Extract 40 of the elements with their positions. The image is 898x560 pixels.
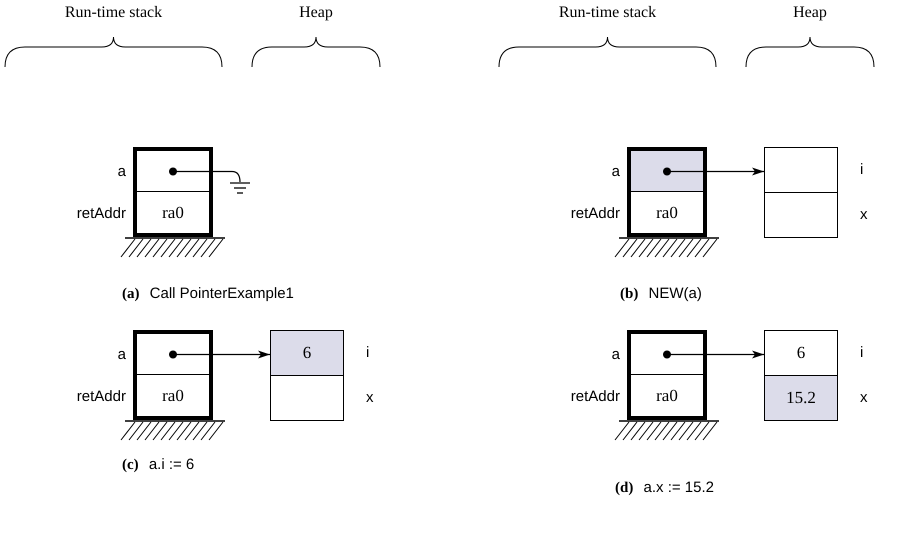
- stack-cell: ra0: [137, 192, 209, 233]
- field-label: a: [118, 162, 126, 180]
- heap-cell: 6: [270, 330, 344, 376]
- field-label: x: [860, 389, 868, 407]
- stack-cell: ra0: [137, 375, 209, 416]
- region-heading: Heap: [299, 4, 333, 22]
- field-label: x: [860, 206, 868, 224]
- stack-frame: [133, 147, 213, 237]
- pointer-arrow: [169, 350, 270, 358]
- stack-frame: [627, 330, 707, 420]
- field-label: i: [860, 344, 864, 362]
- field-label: i: [860, 161, 864, 179]
- heap-cell: 15.2: [764, 375, 838, 421]
- stack-cell: ra0: [631, 375, 703, 416]
- field-label: retAddr: [76, 388, 126, 406]
- field-label: a: [612, 162, 620, 180]
- region-heading: Run-time stack: [558, 4, 656, 22]
- field-label: a: [612, 346, 620, 364]
- pointer-arrow: [663, 168, 764, 176]
- panel-caption: (b) NEW(a): [620, 285, 702, 303]
- pointer-cell: [631, 151, 703, 192]
- pointer-arrow: [663, 350, 764, 358]
- heap-cell: [764, 192, 838, 238]
- region-heading: Heap: [793, 4, 827, 22]
- panel-caption: (a) Call PointerExample1: [122, 285, 294, 303]
- field-label: i: [366, 344, 370, 362]
- stack-frame: [133, 330, 213, 420]
- region-heading: Run-time stack: [64, 4, 162, 22]
- panel-caption: (d) a.x := 15.2: [615, 479, 714, 497]
- field-label: retAddr: [570, 205, 620, 223]
- field-label: retAddr: [570, 388, 620, 406]
- field-label: x: [366, 389, 374, 407]
- field-label: a: [118, 346, 126, 364]
- field-label: retAddr: [76, 205, 126, 223]
- stack-cell: ra0: [631, 192, 703, 233]
- heap-cell: [270, 375, 344, 421]
- panel-caption: (c) a.i := 6: [122, 456, 194, 474]
- ground-symbol: [230, 182, 250, 195]
- heap-cell: [764, 147, 838, 193]
- stack-frame: [627, 147, 707, 237]
